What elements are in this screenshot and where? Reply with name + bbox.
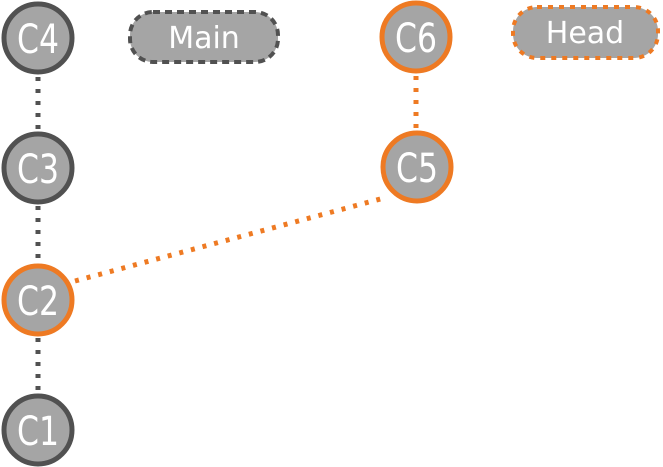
commit-circle <box>1 131 75 205</box>
branch-pill <box>128 10 280 64</box>
commit-label: C5 <box>396 146 438 192</box>
commit-label: C4 <box>17 17 59 63</box>
branch-pill-text: Head <box>546 16 624 51</box>
commit-node-c3: C3 <box>1 131 75 205</box>
commit-label: C6 <box>395 16 437 62</box>
commit-label: C1 <box>17 409 59 455</box>
commit-label: C2 <box>17 279 59 325</box>
branch-pill <box>511 5 660 60</box>
commit-node-c1: C1 <box>1 393 75 467</box>
commit-circle <box>1 1 75 75</box>
branch-pill-text: Main <box>168 21 240 56</box>
commit-circle <box>1 263 75 337</box>
commit-circle <box>380 130 454 204</box>
commit-node-c6: C6 <box>379 0 453 74</box>
commit-circle <box>379 0 453 74</box>
commit-label: C3 <box>17 147 59 193</box>
branch-label-main: Main <box>128 10 280 64</box>
edge-c2-c5 <box>74 195 385 284</box>
commit-circle <box>1 393 75 467</box>
commit-node-c5: C5 <box>380 130 454 204</box>
commit-node-c4: C4 <box>1 1 75 75</box>
branch-label-head: Head <box>511 5 660 60</box>
commit-node-c2: C2 <box>1 263 75 337</box>
